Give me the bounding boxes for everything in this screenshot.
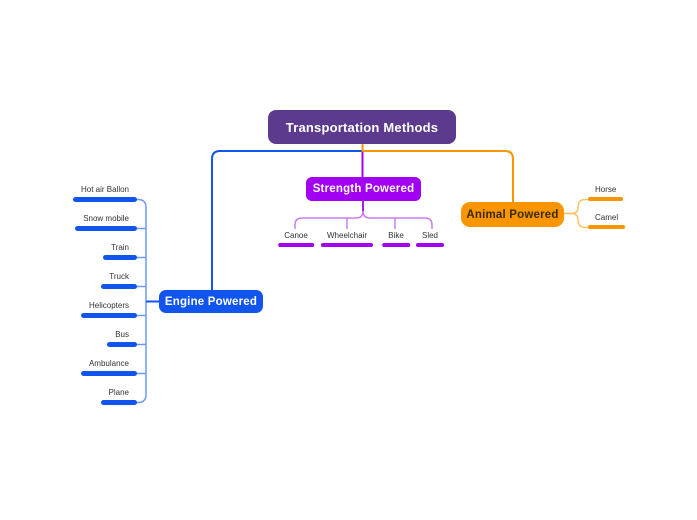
connector-strength-canoe [294, 210, 364, 229]
root-node[interactable]: Transportation Methods [268, 110, 456, 144]
leaf-underline [415, 243, 445, 247]
leaf-canoe[interactable]: Canoe [278, 231, 314, 247]
leaf-camel[interactable]: Camel [588, 213, 626, 229]
branch-node-engine[interactable]: Engine Powered [159, 290, 263, 313]
connector-animal-camel [564, 212, 589, 229]
leaf-label: Truck [109, 272, 129, 281]
leaf-snow-mobile[interactable]: Snow mobile [75, 214, 137, 231]
leaf-label: Bus [115, 330, 129, 339]
connector-engine-rail [136, 198, 147, 404]
leaf-label: Horse [595, 185, 617, 194]
leaf-underline [588, 225, 626, 229]
leaf-underline [382, 243, 410, 247]
leaf-underline [588, 197, 624, 201]
leaf-bus[interactable]: Bus [107, 330, 137, 347]
leaf-bike[interactable]: Bike [382, 231, 410, 247]
leaf-underline [80, 371, 137, 376]
leaf-train[interactable]: Train [103, 243, 137, 260]
leaf-underline [100, 400, 137, 405]
leaf-underline [320, 243, 374, 247]
connector-strength-sled [362, 210, 433, 229]
leaf-label: Wheelchair [326, 231, 368, 240]
leaf-underline [101, 284, 137, 289]
leaf-label: Sled [421, 231, 439, 240]
branch-node-strength[interactable]: Strength Powered [306, 177, 421, 201]
leaf-label: Snow mobile [83, 214, 129, 223]
connector-root-engine [211, 150, 363, 290]
leaf-helicopters[interactable]: Helicopters [80, 301, 137, 318]
connector-root-animal [362, 150, 514, 202]
branch-node-animal[interactable]: Animal Powered [461, 202, 564, 227]
leaf-label: Bike [388, 231, 404, 240]
leaf-underline [103, 255, 137, 260]
leaf-label: Helicopters [88, 301, 129, 310]
leaf-underline [72, 197, 137, 202]
leaf-sled[interactable]: Sled [415, 231, 445, 247]
connector-animal-horse [564, 198, 589, 215]
leaf-wheelchair[interactable]: Wheelchair [320, 231, 374, 247]
leaf-truck[interactable]: Truck [101, 272, 137, 289]
leaf-underline [80, 313, 137, 318]
leaf-underline [107, 342, 137, 347]
leaf-label: Ambulance [88, 359, 129, 368]
leaf-label: Plane [108, 388, 129, 397]
leaf-label: Hot air Ballon [80, 185, 129, 194]
leaf-label: Camel [595, 213, 619, 222]
leaf-horse[interactable]: Horse [588, 185, 624, 201]
leaf-plane[interactable]: Plane [100, 388, 137, 405]
leaf-label: Canoe [284, 231, 308, 240]
leaf-underline [75, 226, 137, 231]
leaf-underline [278, 243, 314, 247]
leaf-hot-air-ballon[interactable]: Hot air Ballon [72, 185, 137, 202]
leaf-label: Train [111, 243, 129, 252]
leaf-ambulance[interactable]: Ambulance [80, 359, 137, 376]
